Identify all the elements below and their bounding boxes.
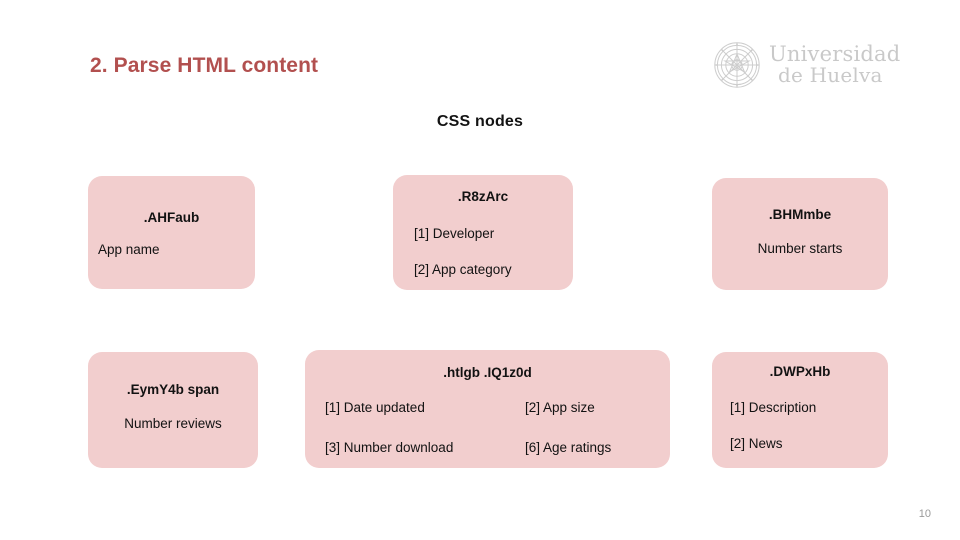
node-item: [6] Age ratings [525, 440, 612, 455]
node-box-htlgb: .htlgb .IQ1z0d [1] Date updated [2] App … [305, 350, 670, 468]
node-box-dwpxhb: .DWPxHb [1] Description [2] News [712, 352, 888, 468]
logo-line-2: de Huelva [778, 63, 883, 87]
node-item: App name [98, 242, 160, 257]
node-selector-label: .R8zArc [457, 189, 509, 204]
node-box-eymy4b: .EymY4b span Number reviews [88, 352, 258, 468]
node-item: [2] App size [525, 400, 595, 415]
node-item: Number reviews [124, 416, 222, 431]
university-seal-icon [713, 41, 761, 89]
node-selector-label: .AHFaub [143, 210, 200, 225]
node-item: [2] App category [414, 262, 512, 277]
logo-line-1: Universidad [769, 41, 901, 66]
node-selector-label: .BHMmbe [768, 207, 832, 222]
node-box-bhmmbe: .BHMmbe Number starts [712, 178, 888, 290]
node-item: Number starts [757, 241, 843, 256]
node-selector-label: .htlgb .IQ1z0d [443, 365, 532, 380]
page-title: 2. Parse HTML content [90, 54, 319, 77]
node-item: [1] Developer [414, 226, 495, 241]
node-box-ahfaub: .AHFaub App name [88, 176, 255, 289]
node-selector-label: .DWPxHb [769, 364, 831, 379]
node-item: [1] Date updated [325, 400, 425, 415]
university-logo: Universidad de Huelva [713, 27, 900, 102]
page-number: 10 [918, 508, 931, 520]
node-item: [1] Description [730, 400, 817, 415]
node-selector-label: .EymY4b span [126, 382, 220, 397]
node-item: [2] News [730, 436, 783, 451]
node-item: [3] Number download [325, 440, 454, 455]
university-wordmark: Universidad de Huelva [769, 41, 901, 87]
node-box-r8zarc: .R8zArc [1] Developer [2] App category [393, 175, 573, 290]
section-label-css-nodes: CSS nodes [436, 113, 524, 130]
